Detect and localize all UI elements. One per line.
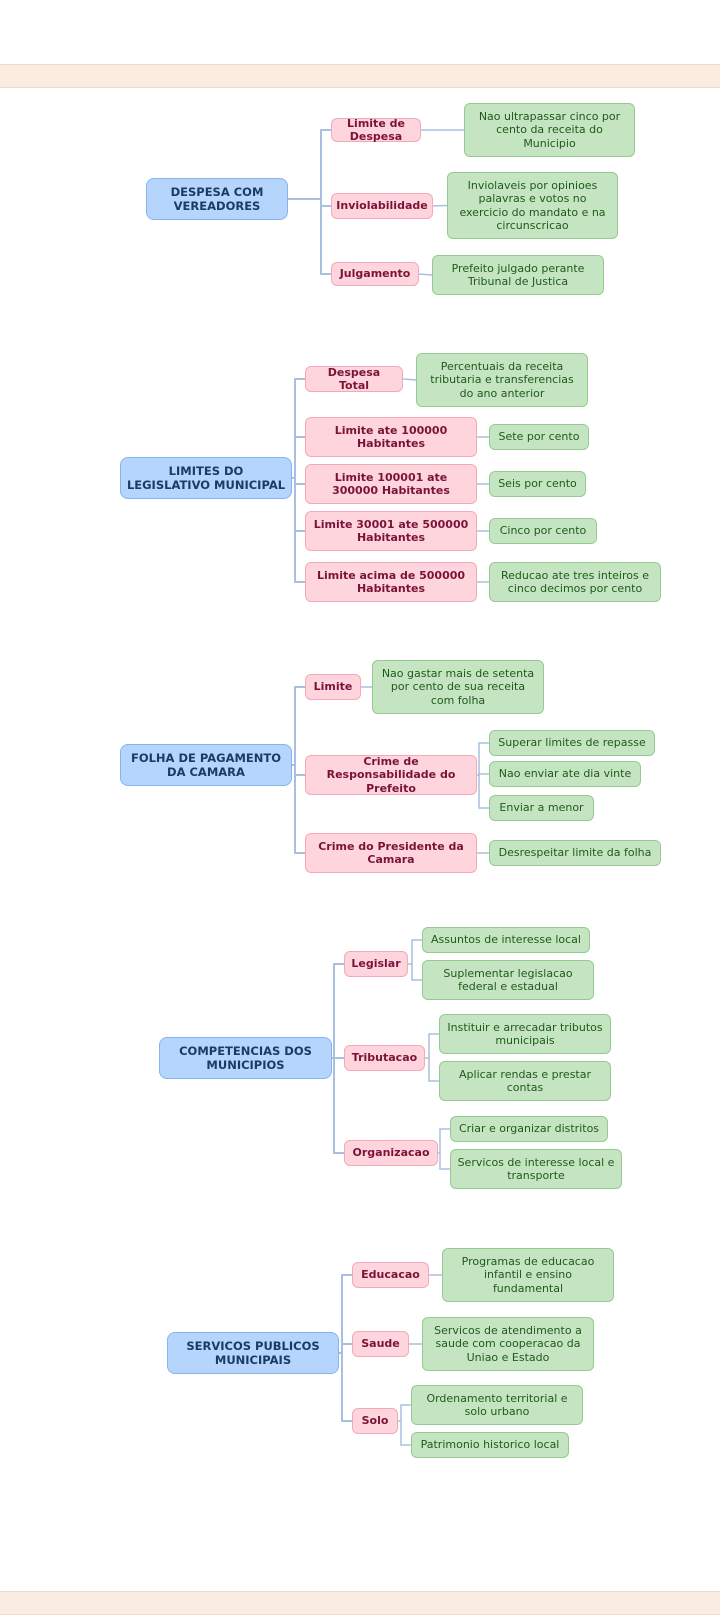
root-node[interactable]: LIMITES DO LEGISLATIVO MUNICIPAL — [120, 457, 292, 499]
root-node[interactable]: COMPETENCIAS DOS MUNICIPIOS — [159, 1037, 332, 1079]
leaf-node[interactable]: Instituir e arrecadar tributos municipai… — [439, 1014, 611, 1054]
leaf-node[interactable]: Desrespeitar limite da folha — [489, 840, 661, 866]
leaf-node[interactable]: Patrimonio historico local — [411, 1432, 569, 1458]
leaf-node[interactable]: Nao enviar ate dia vinte — [489, 761, 641, 787]
branch-node[interactable]: Tributacao — [344, 1045, 425, 1071]
branch-node[interactable]: Limite 30001 ate 500000 Habitantes — [305, 511, 477, 551]
leaf-node[interactable]: Suplementar legislacao federal e estadua… — [422, 960, 594, 1000]
branch-node[interactable]: Limite — [305, 674, 361, 700]
branch-node[interactable]: Educacao — [352, 1262, 429, 1288]
branch-node[interactable]: Inviolabilidade — [331, 193, 433, 219]
root-node[interactable]: FOLHA DE PAGAMENTO DA CAMARA — [120, 744, 292, 786]
leaf-node[interactable]: Cinco por cento — [489, 518, 597, 544]
root-node[interactable]: DESPESA COM VEREADORES — [146, 178, 288, 220]
branch-node[interactable]: Limite de Despesa — [331, 117, 421, 143]
branch-node[interactable]: Legislar — [344, 951, 408, 977]
connector-line — [402, 378, 417, 381]
branch-node[interactable]: Julgamento — [331, 262, 419, 286]
branch-node[interactable]: Limite 100001 ate 300000 Habitantes — [305, 464, 477, 504]
leaf-node[interactable]: Servicos de atendimento a saude com coop… — [422, 1317, 594, 1371]
branch-node[interactable]: Saude — [352, 1331, 409, 1357]
top-bar — [0, 0, 720, 64]
leaf-node[interactable]: Criar e organizar distritos — [450, 1116, 608, 1142]
leaf-node[interactable]: Ordenamento territorial e solo urbano — [411, 1385, 583, 1425]
branch-node[interactable]: Organizacao — [344, 1140, 438, 1166]
leaf-node[interactable]: Inviolaveis por opinioes palavras e voto… — [447, 172, 618, 239]
leaf-node[interactable]: Sete por cento — [489, 424, 589, 450]
leaf-node[interactable]: Enviar a menor — [489, 795, 594, 821]
leaf-node[interactable]: Seis por cento — [489, 471, 586, 497]
leaf-node[interactable]: Reducao ate tres inteiros e cinco decimo… — [489, 562, 661, 602]
leaf-node[interactable]: Nao gastar mais de setenta por cento de … — [372, 660, 544, 714]
leaf-node[interactable]: Aplicar rendas e prestar contas — [439, 1061, 611, 1101]
leaf-node[interactable]: Servicos de interesse local e transporte — [450, 1149, 622, 1189]
leaf-node[interactable]: Prefeito julgado perante Tribunal de Jus… — [432, 255, 604, 295]
branch-node[interactable]: Crime de Responsabilidade do Prefeito — [305, 755, 477, 795]
root-node[interactable]: SERVICOS PUBLICOS MUNICIPAIS — [167, 1332, 339, 1374]
leaf-node[interactable]: Superar limites de repasse — [489, 730, 655, 756]
leaf-node[interactable]: Percentuais da receita tributaria e tran… — [416, 353, 588, 407]
connector-line — [432, 204, 448, 207]
branch-node[interactable]: Limite ate 100000 Habitantes — [305, 417, 477, 457]
branch-node[interactable]: Crime do Presidente da Camara — [305, 833, 477, 873]
leaf-node[interactable]: Programas de educacao infantil e ensino … — [442, 1248, 614, 1302]
branch-node[interactable]: Limite acima de 500000 Habitantes — [305, 562, 477, 602]
branch-node[interactable]: Solo — [352, 1408, 398, 1434]
connector-line — [418, 273, 433, 276]
leaf-node[interactable]: Assuntos de interesse local — [422, 927, 590, 953]
top-band — [0, 64, 720, 88]
branch-node[interactable]: Despesa Total — [305, 366, 403, 392]
leaf-node[interactable]: Nao ultrapassar cinco por cento da recei… — [464, 103, 635, 157]
